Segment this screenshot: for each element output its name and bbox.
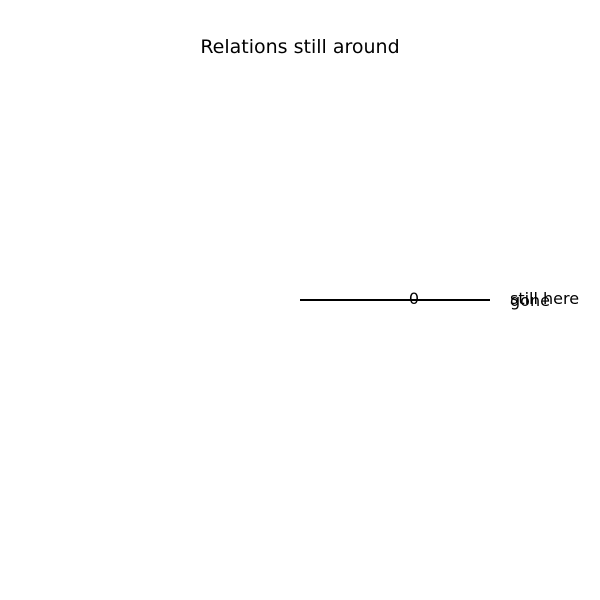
value-label-0: 0 xyxy=(409,289,419,308)
slice-label-0: still here xyxy=(510,289,579,308)
slice-label-1: gone xyxy=(510,291,550,310)
chart-title: Relations still around xyxy=(200,36,399,58)
